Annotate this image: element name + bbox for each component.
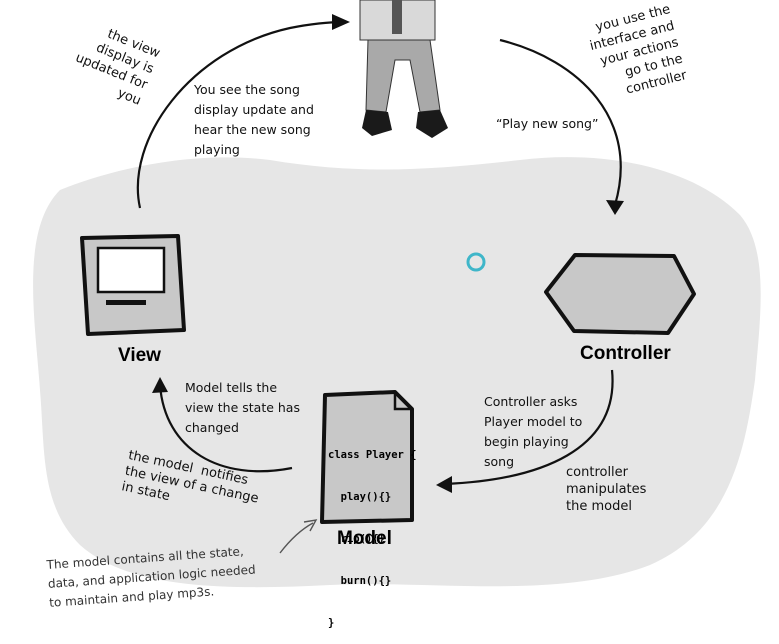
arrowhead-view-to-user: [332, 14, 350, 30]
arrow-model-to-view: [158, 384, 293, 473]
arrow-controller-to-model: [444, 369, 614, 486]
code-line: }: [328, 617, 335, 629]
annotation-controller-manipulates: controller manipulates the model: [566, 465, 647, 514]
annotation-model-tells: Model tells the view the state has chang…: [185, 380, 300, 435]
diagram-canvas: [33, 0, 761, 588]
code-line: class Player {: [328, 449, 417, 461]
model-document-icon: [320, 390, 414, 524]
arrow-user-to-controller: [499, 38, 622, 206]
controller-label: Controller: [580, 343, 671, 364]
arrowhead-user-to-controller: [606, 200, 624, 215]
controller-hexagon-icon: [544, 253, 696, 335]
model-code: class Player { play(){} rip(){} burn(){}…: [328, 420, 417, 644]
code-line: play(){}: [328, 491, 392, 503]
annotation-see-song: You see the song display update and hear…: [194, 82, 314, 157]
note-pointer-arrow: [279, 522, 314, 554]
annotation-controller-asks: Controller asks Player model to begin pl…: [484, 394, 583, 469]
annotation-play-new-song: “Play new song”: [496, 116, 599, 131]
arrowhead-model-to-view: [152, 377, 168, 393]
note-pointer-arrowhead: [303, 519, 318, 532]
person-figure: [359, 0, 448, 138]
arrowhead-controller-to-model: [436, 476, 452, 493]
code-line: rip(){}: [328, 533, 385, 545]
model-document-fold: [393, 392, 412, 411]
model-label: Model: [337, 528, 392, 549]
arrow-view-to-user: [136, 20, 346, 209]
view-monitor-icon: [80, 234, 186, 336]
code-line: burn(){}: [328, 575, 392, 587]
cursor-ring-icon: [466, 252, 486, 272]
view-label: View: [118, 345, 161, 366]
